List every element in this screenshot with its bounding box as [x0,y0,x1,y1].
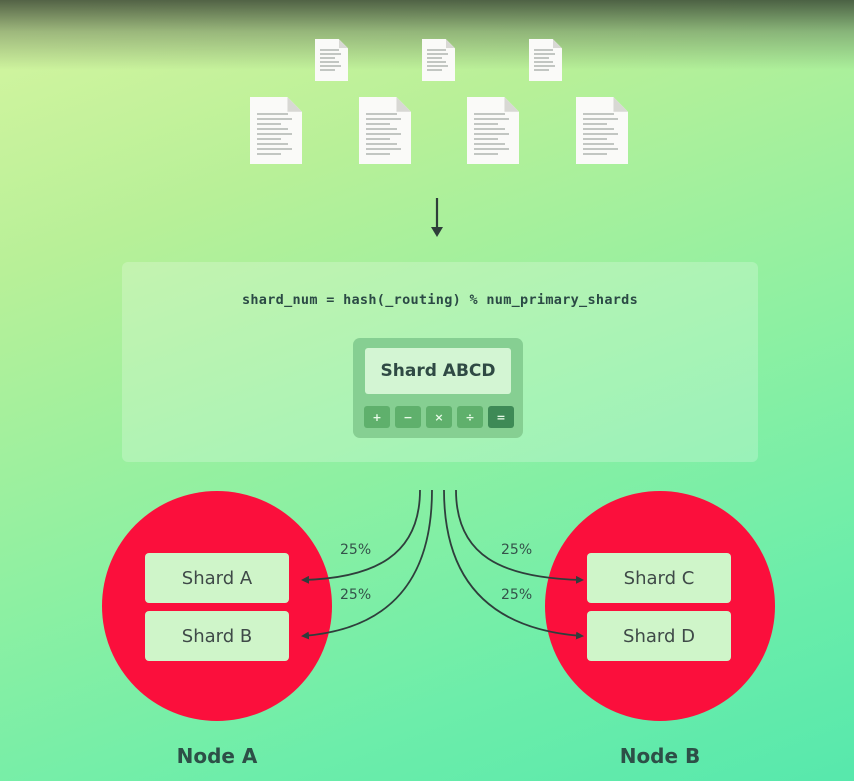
document-icon [467,97,519,164]
node-b-label: Node B [619,744,701,768]
node-a-circle [102,491,332,721]
document-icon [250,97,302,164]
shard-b: Shard B [145,611,289,661]
plus-key: + [364,406,390,428]
shard-d: Shard D [587,611,731,661]
multiply-key: × [426,406,452,428]
arrow-to-shard-a [301,489,421,584]
percent-label-shard-a: 25% [340,542,372,558]
divide-key: ÷ [457,406,483,428]
arrow-down-icon [431,198,443,237]
arrow-to-shard-b [301,489,433,640]
node-a-label: Node A [176,744,258,768]
document-icon [529,39,562,81]
arrow-to-shard-d [443,489,584,640]
document-icon [422,39,455,81]
node-b-circle [545,491,775,721]
document-icon [359,97,411,164]
calculator-display: Shard ABCD [365,348,511,394]
percent-label-shard-c: 25% [501,542,533,558]
percent-label-shard-b: 25% [340,587,372,603]
minus-key: − [395,406,421,428]
routing-formula: shard_num = hash(_routing) % num_primary… [241,292,639,308]
equals-key: = [488,406,514,428]
document-icon [315,39,348,81]
percent-label-shard-d: 25% [501,587,533,603]
calculator-keys: + − × ÷ = [364,406,514,428]
hash-calculator: Shard ABCD + − × ÷ = [353,338,523,438]
shard-c: Shard C [587,553,731,603]
arrow-to-shard-c [455,489,584,584]
document-icon [576,97,628,164]
shard-a: Shard A [145,553,289,603]
